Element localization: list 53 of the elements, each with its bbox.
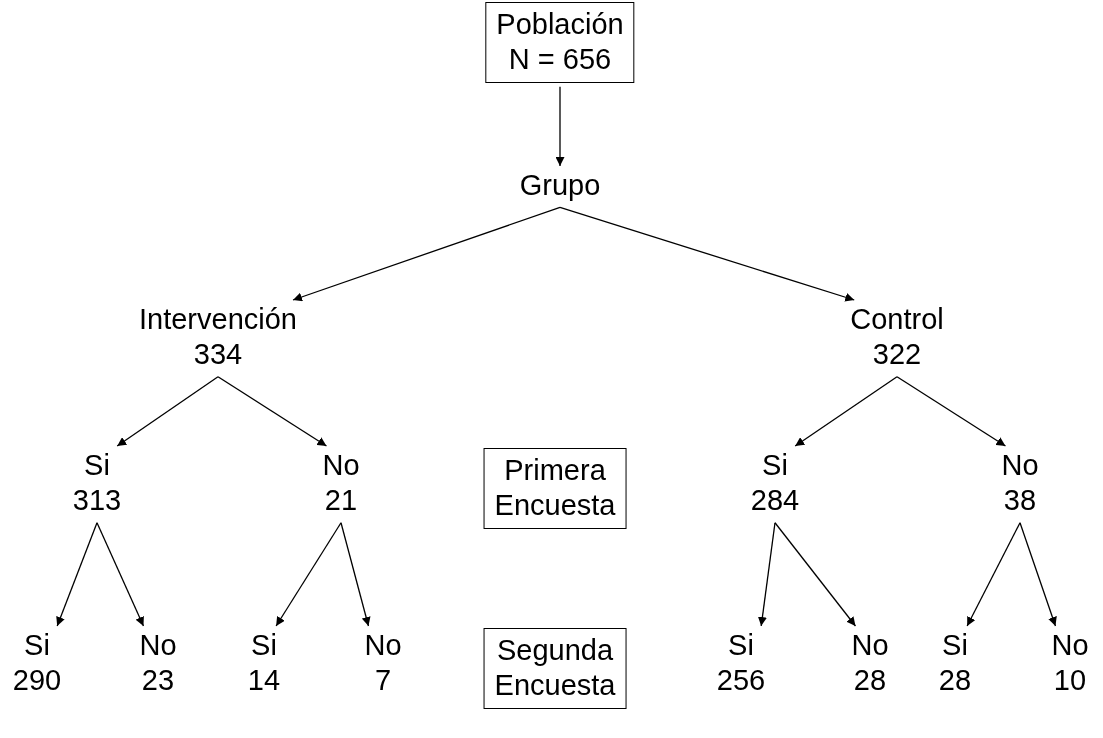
- node-text: Primera: [503, 453, 607, 488]
- node-text: 7: [373, 663, 393, 699]
- node-text: 256: [716, 663, 766, 699]
- arrow: [559, 206, 855, 302]
- arrow: [116, 376, 219, 447]
- arrow: [292, 206, 561, 302]
- arrow: [217, 376, 328, 447]
- node-text: 28: [938, 663, 972, 699]
- node-text: 334: [192, 337, 244, 373]
- arrow: [340, 522, 371, 627]
- node-text: Si: [250, 628, 278, 663]
- node-text: 28: [852, 663, 888, 699]
- arrow: [896, 376, 1007, 447]
- node-text: Intervención: [139, 302, 297, 337]
- arrow: [794, 376, 898, 447]
- node-text: Grupo: [519, 168, 601, 203]
- node-text: 10: [1052, 663, 1088, 699]
- arrow: [56, 522, 98, 627]
- node-text: Encuesta: [494, 668, 616, 704]
- node-text: Control: [850, 302, 944, 337]
- node-text: Encuesta: [494, 488, 616, 524]
- node-text: 21: [323, 483, 359, 519]
- node-text: Segunda: [495, 633, 615, 668]
- node-text: Si: [727, 628, 755, 663]
- arrow: [966, 522, 1021, 627]
- node-text: Si: [761, 448, 789, 483]
- label-box: [483, 628, 627, 709]
- node-text: No: [851, 628, 889, 663]
- node-text: No: [1051, 628, 1089, 663]
- arrow: [96, 522, 145, 627]
- node-text: Si: [941, 628, 969, 663]
- node-text: 23: [140, 663, 176, 699]
- node-text: Población: [496, 7, 624, 42]
- node-text: No: [1001, 448, 1039, 483]
- node-text: No: [139, 628, 177, 663]
- node-text: Si: [83, 448, 111, 483]
- arrow: [275, 522, 342, 627]
- node-text: No: [364, 628, 402, 663]
- arrow: [757, 522, 776, 627]
- node-text: 290: [12, 663, 62, 699]
- node-text: 38: [1002, 483, 1038, 519]
- arrow: [555, 86, 565, 167]
- node-text: 14: [247, 663, 281, 699]
- node-text: 284: [750, 483, 800, 519]
- node-text: 322: [871, 337, 923, 373]
- arrow: [774, 522, 857, 627]
- node-text: 313: [72, 483, 122, 519]
- label-box: [483, 448, 627, 529]
- node-text: N = 656: [507, 42, 613, 78]
- node-text: Si: [23, 628, 51, 663]
- label-box: [485, 2, 635, 83]
- node-text: No: [322, 448, 360, 483]
- arrow: [1019, 522, 1057, 627]
